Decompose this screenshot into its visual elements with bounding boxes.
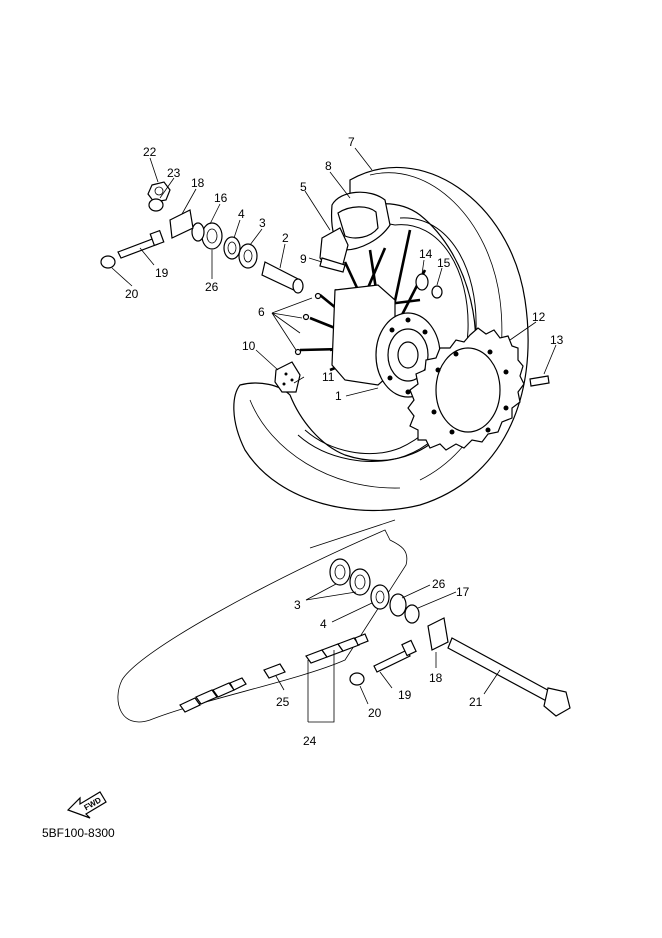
- axle-right-parts: [329, 558, 571, 717]
- callout-22: 22: [143, 145, 157, 159]
- spoke-nipples: [271, 292, 322, 356]
- callout-2: 2: [282, 231, 289, 245]
- callout-8: 8: [325, 159, 332, 173]
- axle-left-parts: [100, 181, 550, 387]
- callout-10: 10: [242, 339, 256, 353]
- callout-9: 9: [300, 252, 307, 266]
- callout-16: 16: [214, 191, 228, 205]
- leader-lines: [111, 147, 557, 723]
- diagram-code: 5BF100-8300: [42, 826, 115, 840]
- fwd-arrow-icon: FWD: [66, 791, 107, 819]
- callout-labels: 1 2 3 4 5 6 7 8 9 10 11 12 13 14 15 16 1…: [125, 135, 564, 748]
- callout-19: 19: [155, 266, 169, 280]
- callout-3: 3: [259, 216, 266, 230]
- callout-25: 25: [276, 695, 290, 709]
- callout-17: 17: [456, 585, 470, 599]
- callout-21: 21: [469, 695, 483, 709]
- callout-1: 1: [335, 389, 342, 403]
- callout-12: 12: [532, 310, 546, 324]
- callout-4: 4: [238, 207, 245, 221]
- callout-7: 7: [348, 135, 355, 149]
- callout-20b: 20: [368, 706, 382, 720]
- callout-3b: 3: [294, 598, 301, 612]
- drive-chain: [179, 633, 369, 713]
- callout-6: 6: [258, 305, 265, 319]
- chain-outline: [117, 519, 408, 723]
- callout-20: 20: [125, 287, 139, 301]
- sprocket: [407, 327, 525, 451]
- callout-19b: 19: [398, 688, 412, 702]
- shield: [274, 361, 301, 393]
- callout-18b: 18: [429, 671, 443, 685]
- callout-15: 15: [437, 256, 451, 270]
- callout-26: 26: [205, 280, 219, 294]
- callout-14: 14: [419, 247, 433, 261]
- callout-26b: 26: [432, 577, 446, 591]
- callout-5: 5: [300, 180, 307, 194]
- callout-13: 13: [550, 333, 564, 347]
- callout-23: 23: [167, 166, 181, 180]
- callout-24: 24: [303, 734, 317, 748]
- tube-and-rim-band: [319, 191, 391, 273]
- callout-11: 11: [322, 370, 335, 384]
- callout-4b: 4: [320, 617, 327, 631]
- callout-18: 18: [191, 176, 205, 190]
